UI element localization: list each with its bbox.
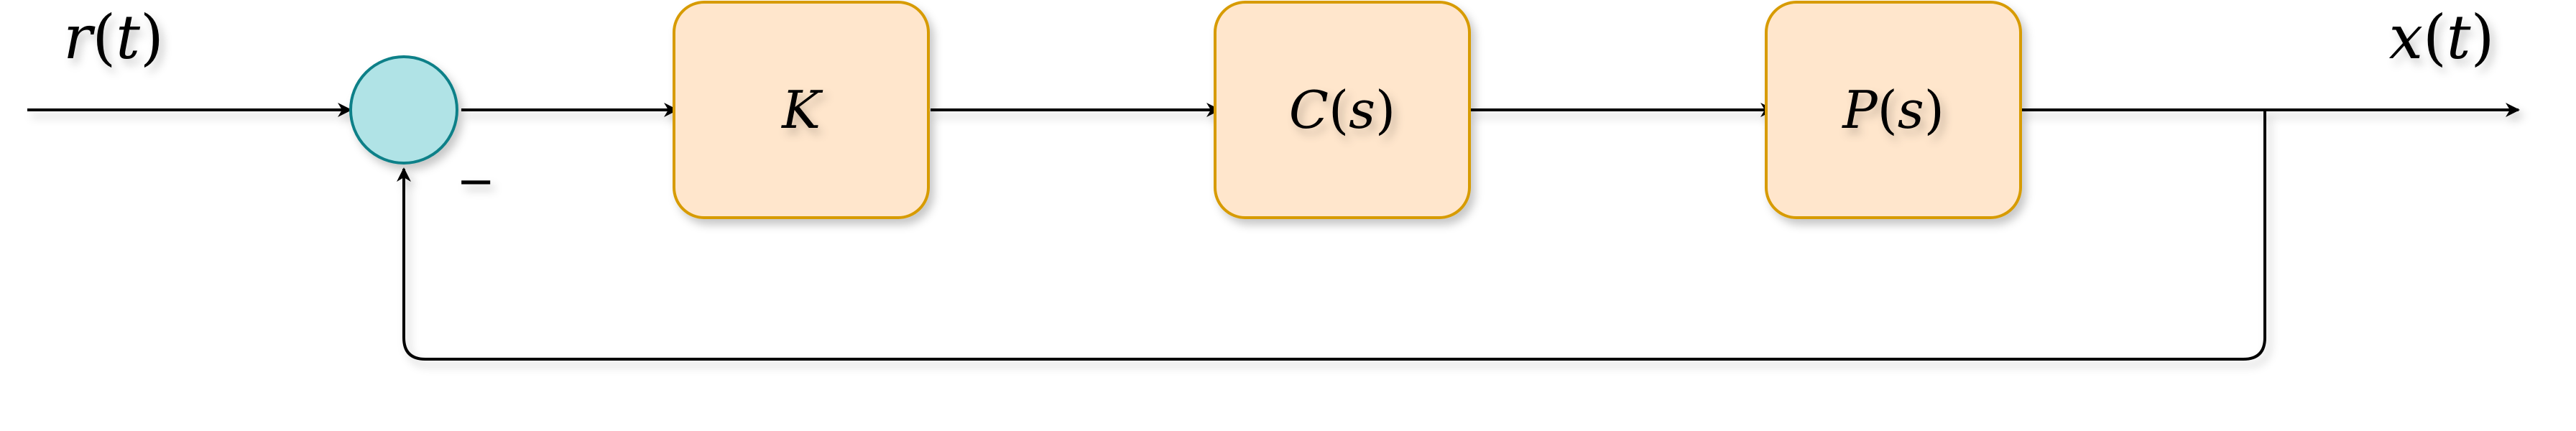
plant-block [1765,1,2022,219]
plant-label: P(s) [1841,80,1944,140]
connections [27,103,2520,361]
input-signal-label: r(t) [63,2,163,73]
output-signal-label: x(t) [2389,2,2495,73]
controller-block [1214,1,1471,219]
summing-junction [349,55,458,164]
controller-label: C(s) [1289,80,1395,140]
gain-block [673,1,930,219]
feedback-sign-label: − [456,155,495,208]
feedback-path [397,110,2266,361]
gain-label: K [780,80,823,140]
